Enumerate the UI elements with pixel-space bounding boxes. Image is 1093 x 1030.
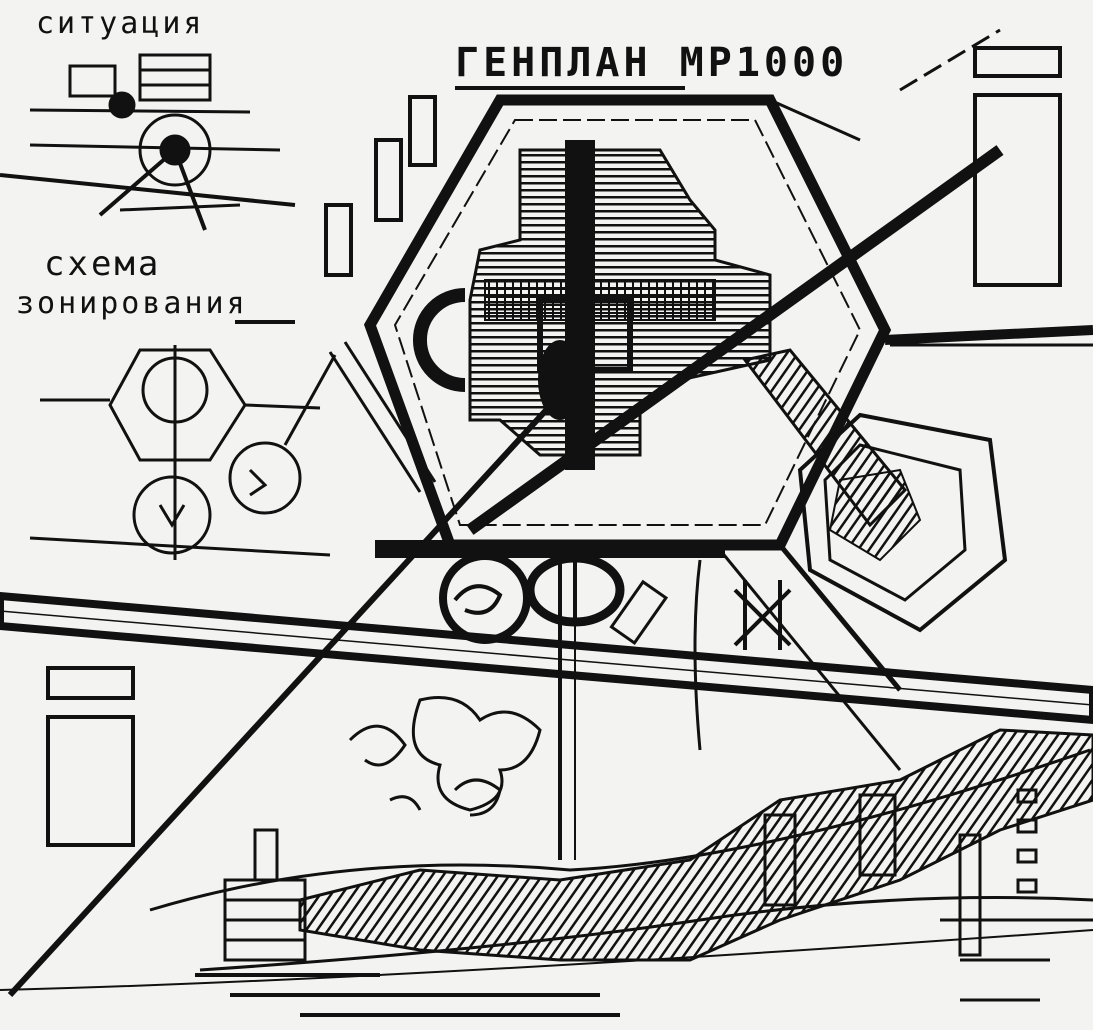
diagonal-avenue: [466, 145, 1004, 535]
zoning-label-line2: зонирования: [16, 286, 248, 321]
highway: [0, 591, 1093, 725]
zoning-underline: [235, 320, 295, 324]
situation-map: [29, 53, 281, 231]
zoning-scheme: [40, 345, 337, 560]
park-paths: [348, 559, 702, 860]
situation-label: ситуация: [36, 6, 205, 41]
central-building-mass: [413, 140, 772, 470]
legend-frames: [46, 46, 1062, 847]
right-hexagon: [797, 412, 1008, 633]
diagonal-road-long: [7, 392, 563, 998]
title-underline: [455, 86, 685, 90]
page-title: ГЕНПЛАН МР1000: [455, 40, 849, 86]
riverbank-hatching: [0, 728, 1093, 991]
zoning-label-line1: схема: [44, 244, 162, 284]
inner-hexagon-outline: [393, 119, 862, 526]
riverside-buildings: [223, 788, 1093, 1002]
right-hexagon-inner: [823, 443, 967, 602]
